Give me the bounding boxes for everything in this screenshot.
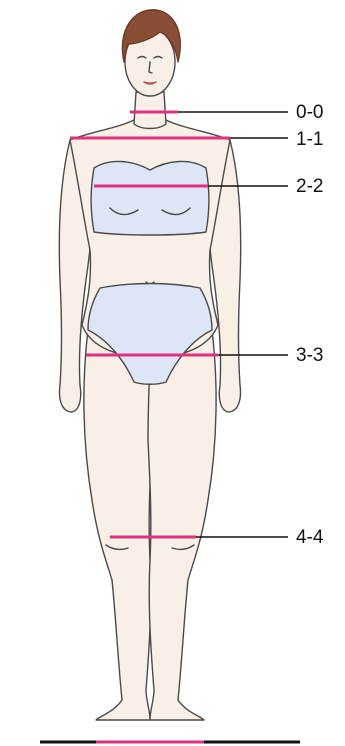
female-figure <box>59 10 240 720</box>
neck <box>134 92 166 129</box>
mouth <box>144 82 156 84</box>
label-1-1: 1-1 <box>296 129 323 150</box>
label-2-2: 2-2 <box>296 176 323 197</box>
left-leg <box>84 330 152 720</box>
right-leg <box>148 330 216 720</box>
label-4-4: 4-4 <box>296 527 324 548</box>
bra <box>91 161 209 235</box>
label-0-0: 0-0 <box>296 102 323 123</box>
label-3-3: 3-3 <box>296 345 323 366</box>
